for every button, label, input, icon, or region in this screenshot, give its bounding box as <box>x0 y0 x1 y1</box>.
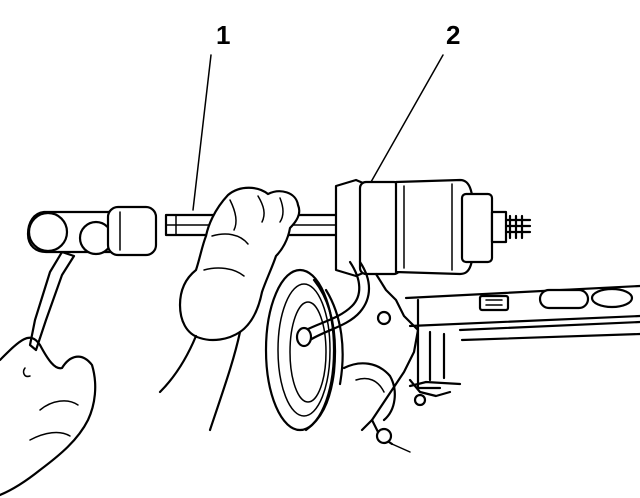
installer-tool-illustration <box>334 178 532 278</box>
callout-label-2: 2 <box>446 20 460 50</box>
knuckle-illustration <box>342 272 452 453</box>
leader-line-1 <box>192 54 212 211</box>
frame-rail-illustration <box>404 284 640 390</box>
hammer-illustration <box>26 205 158 352</box>
right-hand-illustration <box>158 186 301 432</box>
left-hand-illustration <box>0 336 97 497</box>
leader-line-2 <box>370 54 444 183</box>
callout-label-1: 1 <box>216 20 230 50</box>
wheel-hub-illustration <box>264 268 344 432</box>
